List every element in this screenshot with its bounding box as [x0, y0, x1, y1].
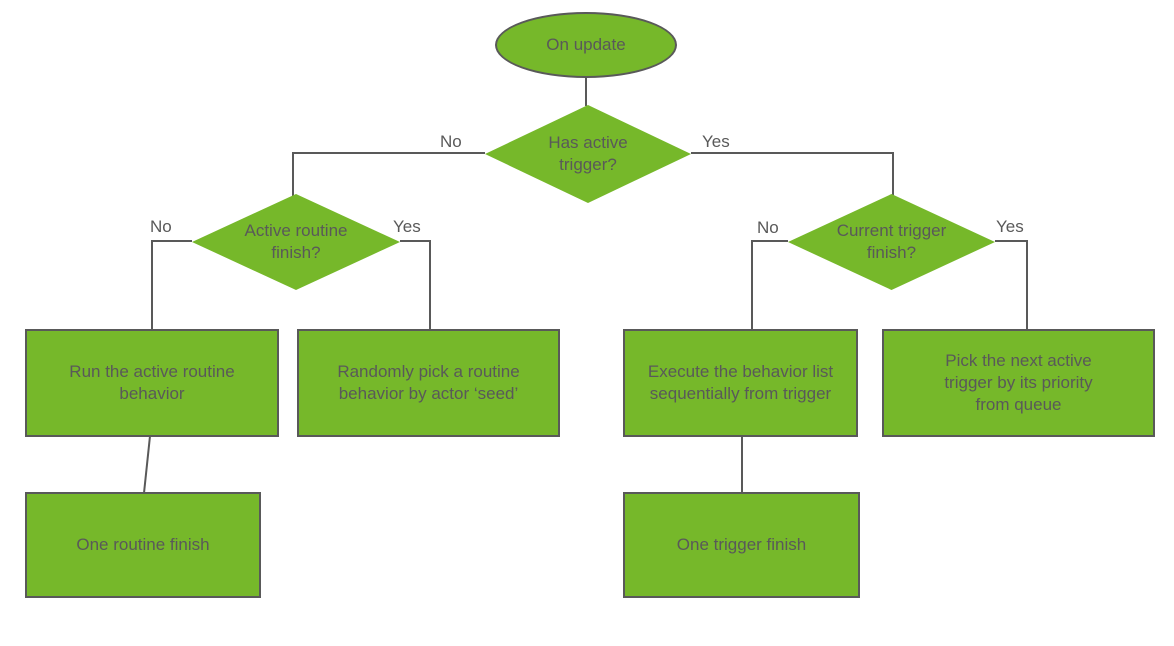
edge-label-routine-finish-no: No	[150, 217, 172, 236]
edge-trigger-finish-no	[751, 240, 788, 331]
node-start-label: On update	[546, 34, 626, 54]
node-active-routine-finish-label: Active routine finish?	[244, 220, 348, 262]
edge-has-trigger-yes	[691, 152, 894, 196]
node-run-active-routine-label: Run the active routine behavior	[69, 361, 235, 403]
node-has-active-trigger: Has active trigger?	[485, 105, 691, 203]
node-one-routine-finish-label: One routine finish	[76, 534, 210, 554]
diamond-shape	[788, 194, 995, 290]
node-current-trigger-finish: Current trigger finish?	[788, 194, 995, 290]
node-randomly-pick-routine: Randomly pick a routine behavior by acto…	[297, 329, 560, 437]
node-execute-behavior-list: Execute the behavior list sequentially f…	[623, 329, 858, 437]
node-current-trigger-finish-label: Current trigger finish?	[836, 220, 947, 262]
edge-label-routine-finish-yes: Yes	[393, 217, 421, 236]
node-one-routine-finish: One routine finish	[25, 492, 261, 598]
edge-routine-finish-no	[151, 240, 192, 331]
node-one-trigger-finish-label: One trigger finish	[676, 534, 807, 554]
edge-trigger-finish-yes	[995, 240, 1028, 331]
diamond-shape	[485, 105, 691, 203]
node-run-active-routine: Run the active routine behavior	[25, 329, 279, 437]
diamond-shape	[192, 194, 400, 290]
node-one-trigger-finish: One trigger finish	[623, 492, 860, 598]
edge-label-trigger-finish-no: No	[757, 218, 779, 237]
node-has-active-trigger-label: Has active trigger?	[548, 132, 628, 174]
edge-run-routine-to-one-routine-finish	[143, 435, 151, 494]
edge-label-trigger-finish-yes: Yes	[996, 217, 1024, 236]
edge-label-has-trigger-no: No	[440, 132, 462, 151]
node-pick-next-trigger-label: Pick the next active trigger by its prio…	[944, 350, 1093, 415]
node-randomly-pick-routine-label: Randomly pick a routine behavior by acto…	[337, 361, 520, 403]
edge-routine-finish-yes	[400, 240, 431, 331]
node-pick-next-trigger: Pick the next active trigger by its prio…	[882, 329, 1155, 437]
node-execute-behavior-list-label: Execute the behavior list sequentially f…	[647, 361, 834, 403]
node-start: On update	[495, 12, 677, 78]
edge-label-has-trigger-yes: Yes	[702, 132, 730, 151]
node-active-routine-finish: Active routine finish?	[192, 194, 400, 290]
edge-has-trigger-no	[292, 152, 485, 196]
